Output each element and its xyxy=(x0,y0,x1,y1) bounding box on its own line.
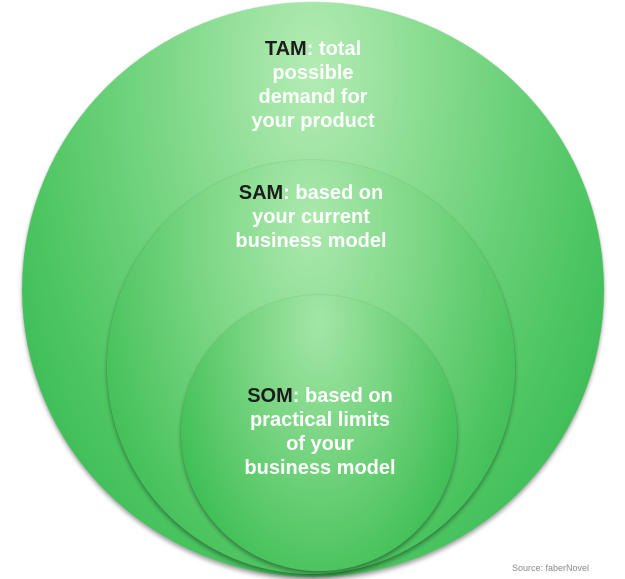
som-text-line-3: of your xyxy=(286,433,354,455)
sam-abbr: SAM xyxy=(238,182,284,204)
tam-text-line-1: : total xyxy=(306,38,362,60)
som-text-line-4: business model xyxy=(244,457,396,479)
tam-text-line-3: demand for xyxy=(258,86,368,108)
tam-text-line-4: your product xyxy=(251,110,375,132)
tam-abbr: TAM xyxy=(264,38,307,60)
sam-text-line-2: your current xyxy=(252,206,370,228)
som-circle xyxy=(181,295,457,571)
sam-text-line-3: business model xyxy=(235,230,387,252)
tam-text-line-2: possible xyxy=(272,62,354,84)
tam-label: TAM: total possible demand for your prod… xyxy=(203,37,423,133)
som-abbr: SOM xyxy=(247,385,293,407)
sam-text-line-1: : based on xyxy=(283,182,384,204)
som-text-line-1: : based on xyxy=(292,385,393,407)
som-text-line-2: practical limits xyxy=(249,409,391,431)
sam-label: SAM: based on your current business mode… xyxy=(191,181,431,253)
source-note: Source: faberNovel xyxy=(511,563,589,573)
som-label: SOM: based on practical limits of your b… xyxy=(215,384,425,480)
